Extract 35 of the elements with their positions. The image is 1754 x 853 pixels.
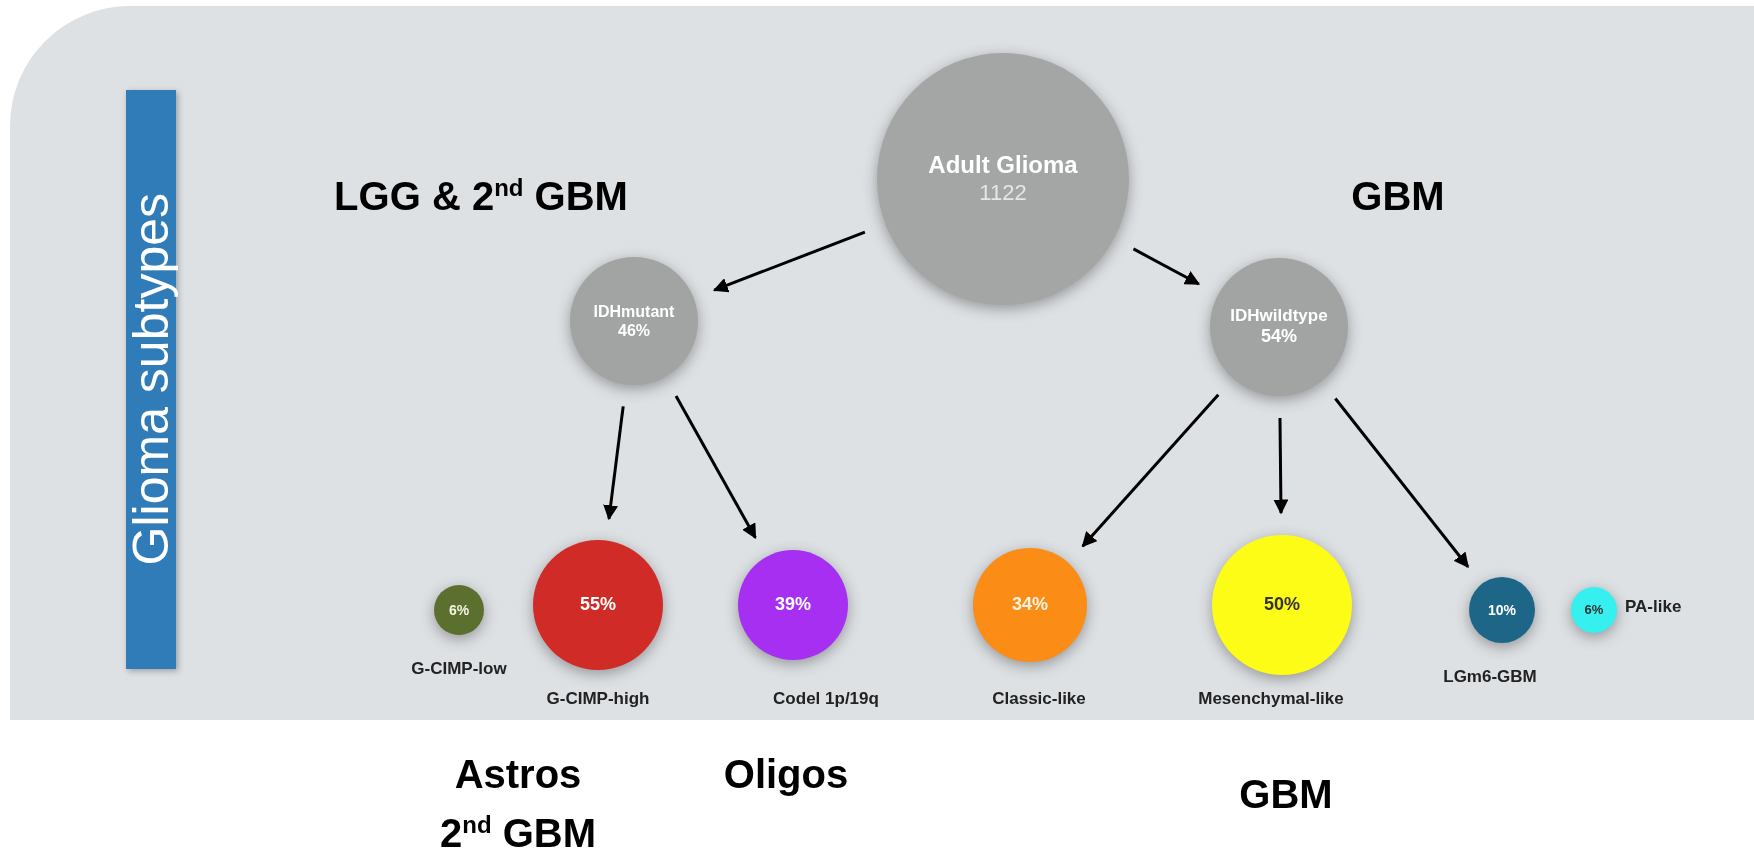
group-label: GBM (1239, 772, 1333, 816)
arrow (674, 395, 757, 540)
node-value: 39% (775, 594, 811, 616)
arrow (603, 406, 625, 521)
vertical-title: Glioma subtypes (122, 193, 180, 566)
node-caption: PA-like (1625, 597, 1682, 617)
node-caption: Codel 1p/19q (773, 689, 879, 709)
node-title: Adult Glioma (928, 151, 1078, 181)
node-value: 34% (1012, 594, 1048, 616)
node-title: IDHwildtype (1230, 306, 1328, 327)
node-value: 6% (1584, 602, 1604, 618)
node-value: 46% (618, 321, 650, 341)
group-label: 2$^{nd}$ GBM (440, 811, 596, 853)
title-band (126, 90, 176, 669)
arrow (1132, 247, 1201, 286)
node-caption: LGm6-GBM (1443, 667, 1537, 687)
node-value: 6% (448, 601, 470, 619)
arrow (1273, 418, 1289, 515)
arrow (1081, 393, 1220, 548)
arrow (1334, 397, 1470, 568)
node-caption: Classic-like (992, 689, 1086, 709)
node-value: 54% (1261, 326, 1297, 348)
group-label: Astros (454, 752, 582, 796)
node-caption: G-CIMP-high (546, 689, 650, 709)
node-value: 55% (580, 594, 616, 616)
group-label: Oligos (723, 752, 849, 796)
node-value: 10% (1488, 601, 1516, 619)
node-caption: Mesenchymal-like (1198, 689, 1344, 709)
node-title: IDHmutant (593, 301, 675, 321)
node-value: 50% (1264, 594, 1300, 616)
arrow (712, 230, 866, 293)
group-label: LGG & 2$^{nd}$ GBM (334, 174, 628, 218)
node-caption: G-CIMP-low (411, 659, 507, 679)
group-label: GBM (1351, 174, 1445, 218)
node-value: 1122 (979, 180, 1027, 207)
